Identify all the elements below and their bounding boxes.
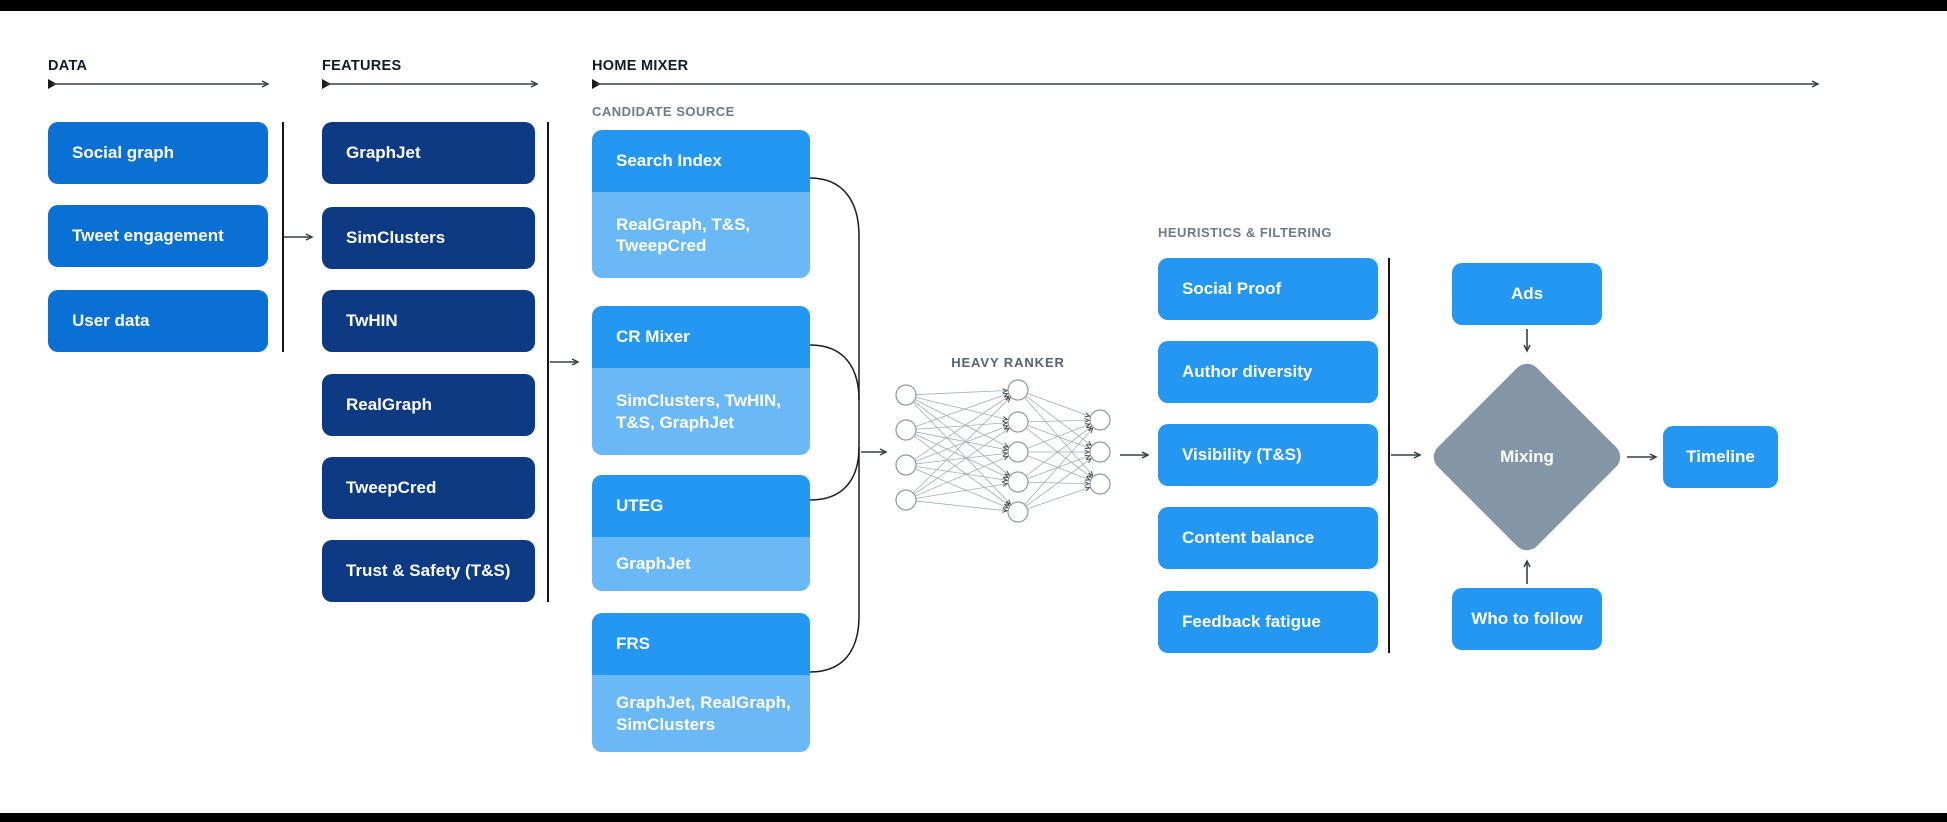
feature-box-simclusters: SimClusters (322, 207, 535, 269)
feature-box-tweepcred: TweepCred (322, 457, 535, 519)
neural-network-node (1089, 409, 1111, 431)
neural-network-node (895, 419, 917, 441)
neural-network-nodes (895, 379, 1111, 523)
heuristics-filtering-label: HEURISTICS & FILTERING (1158, 225, 1332, 240)
neural-network-node (895, 489, 917, 511)
neural-network-node (895, 384, 917, 406)
stage-arrow-home-mixer (592, 79, 1820, 89)
feature-box-twhin: TwHIN (322, 290, 535, 352)
connector-uteg (809, 446, 860, 501)
feature-box-realgraph: RealGraph (322, 374, 535, 436)
candidate-sub-search-index: RealGraph, T&S, TweepCred (592, 192, 810, 278)
heuristic-box-visibility: Visibility (T&S) (1158, 424, 1378, 486)
neural-network-node (1007, 411, 1029, 433)
neural-network-node (1007, 501, 1029, 523)
feature-box-graphjet: GraphJet (322, 122, 535, 184)
neural-network-node (1007, 379, 1029, 401)
who-to-follow-box: Who to follow (1452, 588, 1602, 650)
neural-network-node (1007, 441, 1029, 463)
candidate-box-frs: FRS (592, 613, 810, 675)
bottom-letterbox-bar (0, 813, 1947, 822)
candidate-box-cr-mixer: CR Mixer (592, 306, 810, 368)
heuristic-box-social-proof: Social Proof (1158, 258, 1378, 320)
heuristic-box-feedback-fatigue: Feedback fatigue (1158, 591, 1378, 653)
stage-header-home-mixer: HOME MIXER (592, 58, 689, 74)
data-box-tweet-engagement: Tweet engagement (48, 205, 268, 267)
mixing-diamond-label: Mixing (1500, 447, 1554, 466)
heuristic-box-author-diversity: Author diversity (1158, 341, 1378, 403)
stage-arrow-features (322, 79, 539, 89)
data-box-social-graph: Social graph (48, 122, 268, 184)
connector-searchindex-frs-spine (809, 177, 860, 673)
candidate-box-search-index: Search Index (592, 130, 810, 192)
data-box-user-data: User data (48, 290, 268, 352)
neural-network-node (1089, 441, 1111, 463)
top-letterbox-bar (0, 0, 1947, 11)
candidate-box-uteg: UTEG (592, 475, 810, 537)
stage-header-features: FEATURES (322, 58, 402, 74)
heavy-ranker-label: HEAVY RANKER (951, 355, 1065, 370)
stage-header-data: DATA (48, 58, 88, 74)
neural-network-edges (912, 390, 1093, 510)
candidate-source-label: CANDIDATE SOURCE (592, 104, 735, 119)
neural-network-node (1007, 471, 1029, 493)
connector-crmixer (809, 344, 860, 401)
stage-arrow-data (48, 79, 270, 89)
ads-box: Ads (1452, 263, 1602, 325)
candidate-sub-frs: GraphJet, RealGraph, SimClusters (592, 675, 810, 752)
timeline-box: Timeline (1663, 426, 1778, 488)
feature-box-trust-safety: Trust & Safety (T&S) (322, 540, 535, 602)
neural-network-node (895, 454, 917, 476)
neural-network-node (1089, 473, 1111, 495)
candidate-sub-cr-mixer: SimClusters, TwHIN, T&S, GraphJet (592, 368, 810, 455)
candidate-sub-uteg: GraphJet (592, 537, 810, 591)
heuristic-box-content-balance: Content balance (1158, 507, 1378, 569)
